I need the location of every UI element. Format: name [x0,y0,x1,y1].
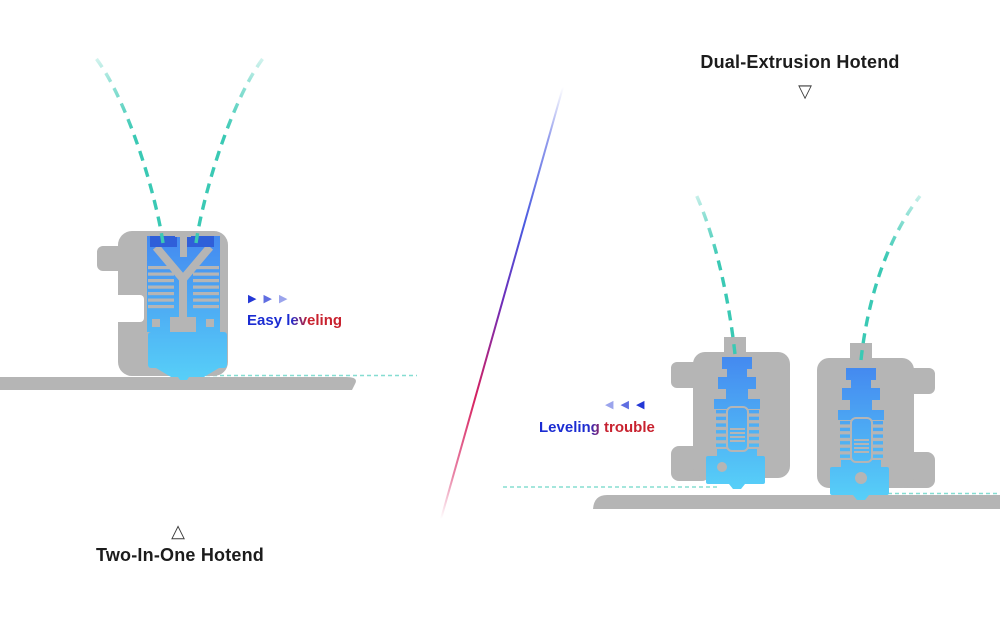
dual-extrusion-hotend-raised [671,337,790,489]
screw-hole [855,472,867,484]
down-triangle-icon: ▽ [798,81,812,101]
heater-block [706,456,765,484]
filament-path-left-a [93,55,165,244]
screw-hole [717,462,727,472]
mount-tab [671,362,699,388]
filament-paths-right [693,191,922,361]
right-title: Dual-Extrusion Hotend [700,52,900,72]
leveling-arrows-right-icon: ▶ ▶ ▶ [248,293,288,305]
filament-path-right-b [859,194,922,361]
inlet-fitting-right [187,236,214,247]
filament-path-left-b [194,55,266,244]
body-notch [110,295,144,322]
inlet-divider [175,231,191,237]
leveling-arrows-left-icon: ◀ ◀ ◀ [605,399,645,411]
leveling-trouble-label: Leveling trouble [539,419,655,436]
nozzle-tip [176,374,191,380]
heater-block [148,332,227,368]
left-print-bed [0,377,356,390]
spring-coils [854,439,869,453]
divider-gradient-line [440,86,564,520]
nozzle-taper [156,368,219,377]
spring-coils [730,428,745,442]
dual-extrusion-hotend-touching [817,343,935,500]
filament-path-right-a [693,191,737,355]
nozzle-tip [853,495,869,500]
left-title: Two-In-One Hotend [95,545,265,565]
filament-paths-left [93,55,266,244]
easy-leveling-label: Easy leveling [247,312,343,329]
nozzle-tip [729,484,745,489]
heatsink-fins [148,266,219,309]
two-in-one-hotend [97,231,228,380]
up-triangle-icon: △ [171,521,185,541]
channel-base [170,317,196,333]
right-print-bed [593,495,1000,509]
